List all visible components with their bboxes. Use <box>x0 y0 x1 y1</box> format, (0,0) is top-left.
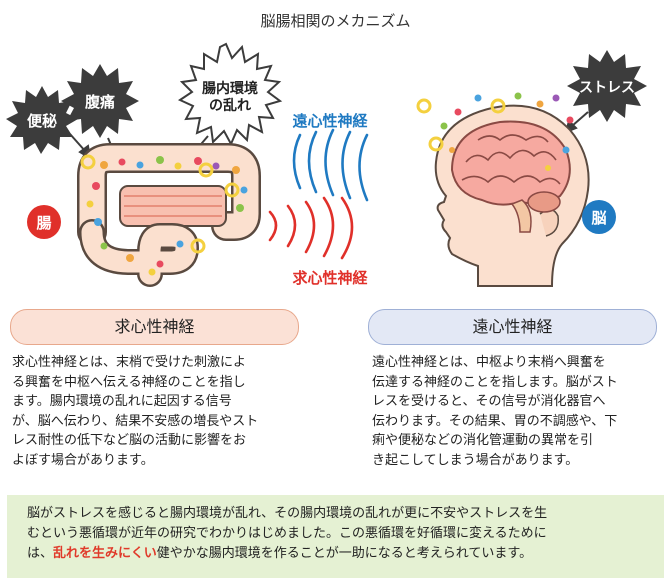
afferent-line: が、脳へ伝わり、結果不安感の増長やスト <box>12 413 259 429</box>
efferent-line: き起こしてしまう場合があります。 <box>372 452 579 468</box>
intestine-illustration <box>77 143 261 287</box>
efferent-heading: 遠心性神経 <box>368 309 657 345</box>
stress-label: ストレス <box>579 80 635 96</box>
constipation-label: 便秘 <box>27 112 57 130</box>
afferent-line: 求心性神経とは、末梢で受けた刺激によ <box>12 355 247 370</box>
efferent-description: 遠心性神経とは、中枢より末梢へ興奮を 伝達する神経のことを指します。脳がスト レ… <box>372 353 660 470</box>
efferent-nerve-waves <box>292 128 369 202</box>
brain-badge: 脳 <box>582 200 616 234</box>
afferent-description: 求心性神経とは、末梢で受けた刺激によ る興奮を中枢へ伝える神経のことを指し ます… <box>12 353 308 470</box>
brain-sparkle-dots <box>416 92 574 171</box>
afferent-nerve-waves <box>268 196 354 260</box>
summary-box: 脳がストレスを感じると腸内環境が乱れ、その腸内環境の乱れが更に不安やストレスを生… <box>7 495 664 578</box>
gut-badge: 腸 <box>27 205 61 239</box>
gut-env-burst: 腸内環境 の乱れ <box>177 42 283 147</box>
afferent-line: ます。腸内環境の乱れに起因する信号 <box>12 394 232 409</box>
summary-prefix: は、 <box>27 546 54 561</box>
afferent-nerve-label: 求心性神経 <box>292 269 368 287</box>
gut-env-label-line1: 腸内環境 <box>202 80 258 97</box>
efferent-line: 痢や便秘などの消化管運動の異常を引 <box>372 433 594 448</box>
efferent-line: レスを受けると、その信号が消化器官へ <box>372 394 606 409</box>
summary-highlight: 乱れを生みにくい <box>53 546 157 561</box>
afferent-line: よぼす場合があります。 <box>12 452 154 468</box>
afferent-heading: 求心性神経 <box>10 309 299 345</box>
gut-badge-label: 腸 <box>36 214 51 232</box>
afferent-line: レス耐性の低下など脳の活動に影響をお <box>12 433 247 448</box>
efferent-line: 遠心性神経とは、中枢より末梢へ興奮を <box>372 355 606 370</box>
efferent-line: 伝達する神経のことを指します。脳がスト <box>372 374 618 390</box>
brain-gut-illustration: 便秘 腹痛 腸内環境 の乱れ ストレス <box>6 42 647 287</box>
constipation-burst: 便秘 <box>6 86 78 154</box>
abdominal-pain-burst: 腹痛 <box>61 64 139 138</box>
afferent-line: る興奮を中枢へ伝える神経のことを指し <box>12 374 246 390</box>
summary-suffix: 健やかな腸内環境を作ることが一助になると考えられています。 <box>156 546 533 561</box>
summary-line-2: むという悪循環が近年の研究でわかりはじめました。この悪循環を好循環に変えるために <box>27 526 547 541</box>
stress-burst: ストレス <box>567 50 647 122</box>
efferent-line: 伝わります。その結果、胃の不調感や、下 <box>372 413 618 429</box>
gut-env-label-line2: の乱れ <box>209 97 251 114</box>
abdominal-pain-label: 腹痛 <box>85 93 115 111</box>
summary-line-3: は、乱れを生みにくい健やかな腸内環境を作ることが一助になると考えられています。 <box>27 544 648 564</box>
gut-bacteria-dots <box>80 154 248 276</box>
efferent-nerve-label: 遠心性神経 <box>292 112 368 130</box>
summary-line-1: 脳がストレスを感じると腸内環境が乱れ、その腸内環境の乱れが更に不安やストレスを生 <box>27 506 548 521</box>
brain-badge-label: 脳 <box>591 209 606 227</box>
diagram-title: 脳腸相関のメカニズム <box>260 12 411 30</box>
head-brain-illustration <box>416 92 590 287</box>
